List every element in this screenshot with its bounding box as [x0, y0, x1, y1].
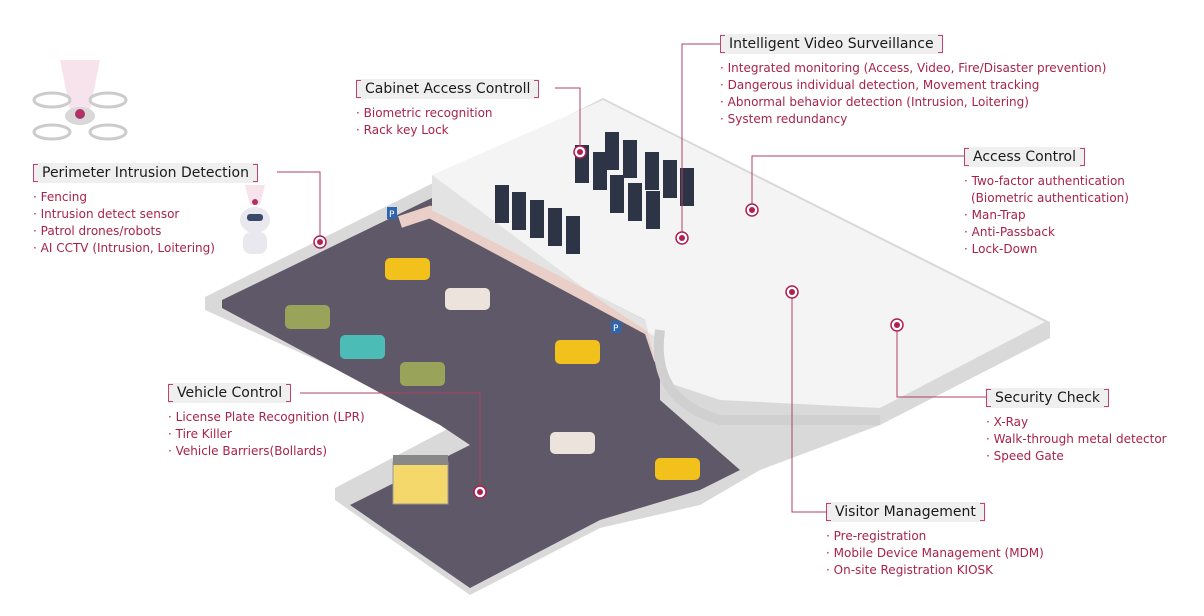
vehicle-item: License Plate Recognition (LPR) — [168, 409, 365, 426]
drone-icon — [32, 60, 128, 141]
marker-icon — [473, 485, 487, 499]
guard-booth-roof — [393, 455, 448, 465]
vehicle-item: Vehicle Barriers(Bollards) — [168, 443, 365, 460]
server-racks — [495, 132, 694, 254]
vehicle-panel: Vehicle Control License Plate Recognitio… — [168, 382, 365, 460]
security-title: Security Check — [986, 388, 1110, 408]
marker-icon — [313, 235, 327, 249]
perimeter-item: AI CCTV (Intrusion, Loitering) — [33, 240, 258, 257]
video-panel: Intelligent Video Surveillance Integrate… — [720, 33, 1106, 128]
parking-sign-text: P — [389, 210, 395, 220]
visitor-item: Mobile Device Management (MDM) — [826, 545, 1044, 562]
video-item: Abnormal behavior detection (Intrusion, … — [720, 94, 1106, 111]
visitor-item: Pre-registration — [826, 528, 1044, 545]
visitor-item: On-site Registration KIOSK — [826, 562, 1044, 579]
perimeter-item: Fencing — [33, 189, 258, 206]
cars — [285, 258, 700, 480]
marker-icon — [785, 285, 799, 299]
video-item: Integrated monitoring (Access, Video, Fi… — [720, 60, 1107, 77]
perimeter-title: Perimeter Intrusion Detection — [33, 163, 258, 183]
access-item: Two-factor authentication — [964, 173, 1129, 190]
parking-sign-text: P — [613, 324, 619, 334]
perimeter-item: Intrusion detect sensor — [33, 206, 258, 223]
cabinet-item: Rack key Lock — [356, 122, 539, 139]
marker-icon — [675, 231, 689, 245]
security-item: X-Ray — [986, 414, 1167, 431]
perimeter-panel: Perimeter Intrusion Detection FencingInt… — [33, 162, 258, 257]
visitor-title: Visitor Management — [826, 502, 985, 522]
parking-sign — [611, 321, 621, 333]
perimeter-item: Patrol drones/robots — [33, 223, 258, 240]
access-item: Lock-Down — [964, 241, 1129, 258]
video-title: Intelligent Video Surveillance — [720, 34, 943, 54]
lobby-curve — [653, 329, 880, 425]
access-panel: Access Control Two-factor authentication… — [964, 146, 1129, 258]
cabinet-item: Biometric recognition — [356, 105, 539, 122]
marker-icon — [573, 145, 587, 159]
cabinet-panel: Cabinet Access Controll Biometric recogn… — [356, 78, 540, 139]
cabinet-title: Cabinet Access Controll — [356, 79, 540, 99]
security-panel: Security Check X-RayWalk-through metal d… — [986, 387, 1167, 465]
video-item: System redundancy — [720, 111, 1106, 128]
leader-lines — [277, 43, 988, 513]
access-item: Anti-Passback — [964, 224, 1129, 241]
marker-icon — [745, 203, 759, 217]
building-wall — [432, 175, 660, 380]
video-item: Dangerous individual detection, Movement… — [720, 77, 1106, 94]
security-item: Speed Gate — [986, 448, 1167, 465]
guard-booth — [392, 461, 449, 505]
access-item: Man-Trap — [964, 207, 1129, 224]
vehicle-item: Tire Killer — [168, 426, 365, 443]
access-item: (Biometric authentication) — [971, 191, 1129, 205]
marker-icon — [890, 318, 904, 332]
access-title: Access Control — [964, 147, 1085, 167]
visitor-panel: Visitor Management Pre-registrationMobil… — [826, 501, 1044, 579]
vehicle-title: Vehicle Control — [168, 383, 292, 403]
markers — [313, 145, 904, 499]
parking-sign — [387, 207, 397, 219]
security-item: Walk-through metal detector — [986, 431, 1167, 448]
